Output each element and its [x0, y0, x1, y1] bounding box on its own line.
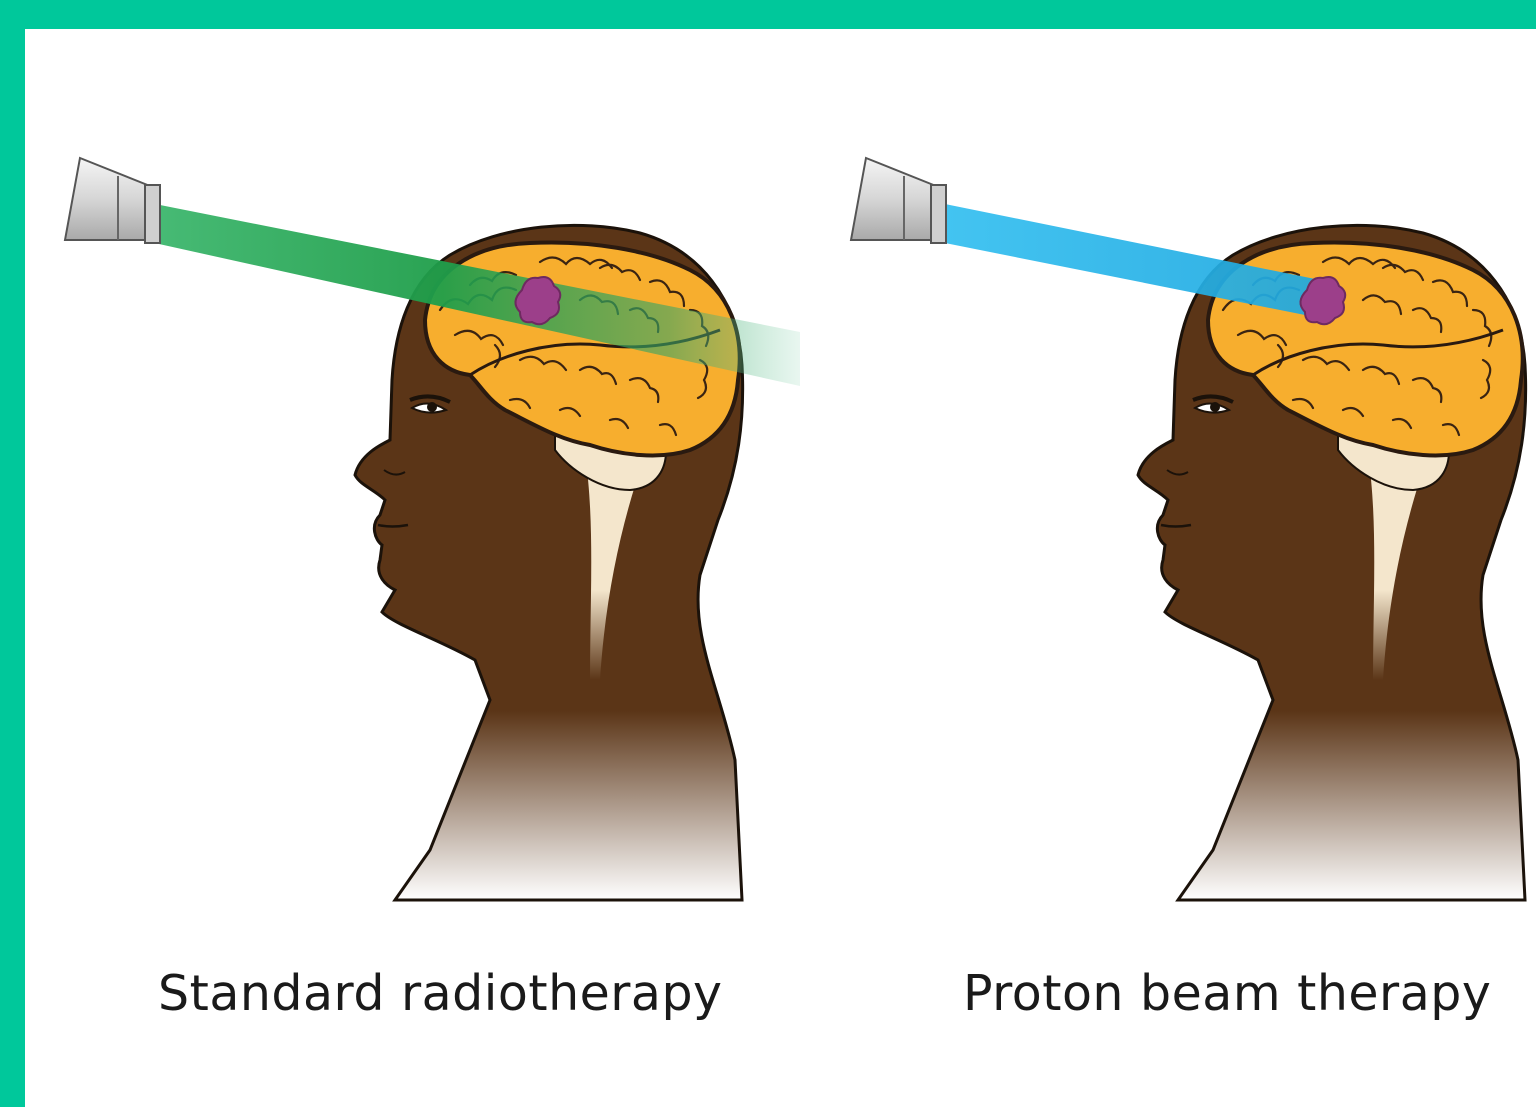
panel-standard-radiotherapy [65, 158, 800, 900]
panel-proton-beam-therapy [851, 158, 1526, 900]
beam-emitter-icon [65, 158, 160, 243]
caption-proton-beam-therapy: Proton beam therapy [963, 965, 1491, 1035]
beam-emitter-icon [851, 158, 946, 243]
caption-standard-radiotherapy: Standard radiotherapy [158, 965, 723, 1035]
